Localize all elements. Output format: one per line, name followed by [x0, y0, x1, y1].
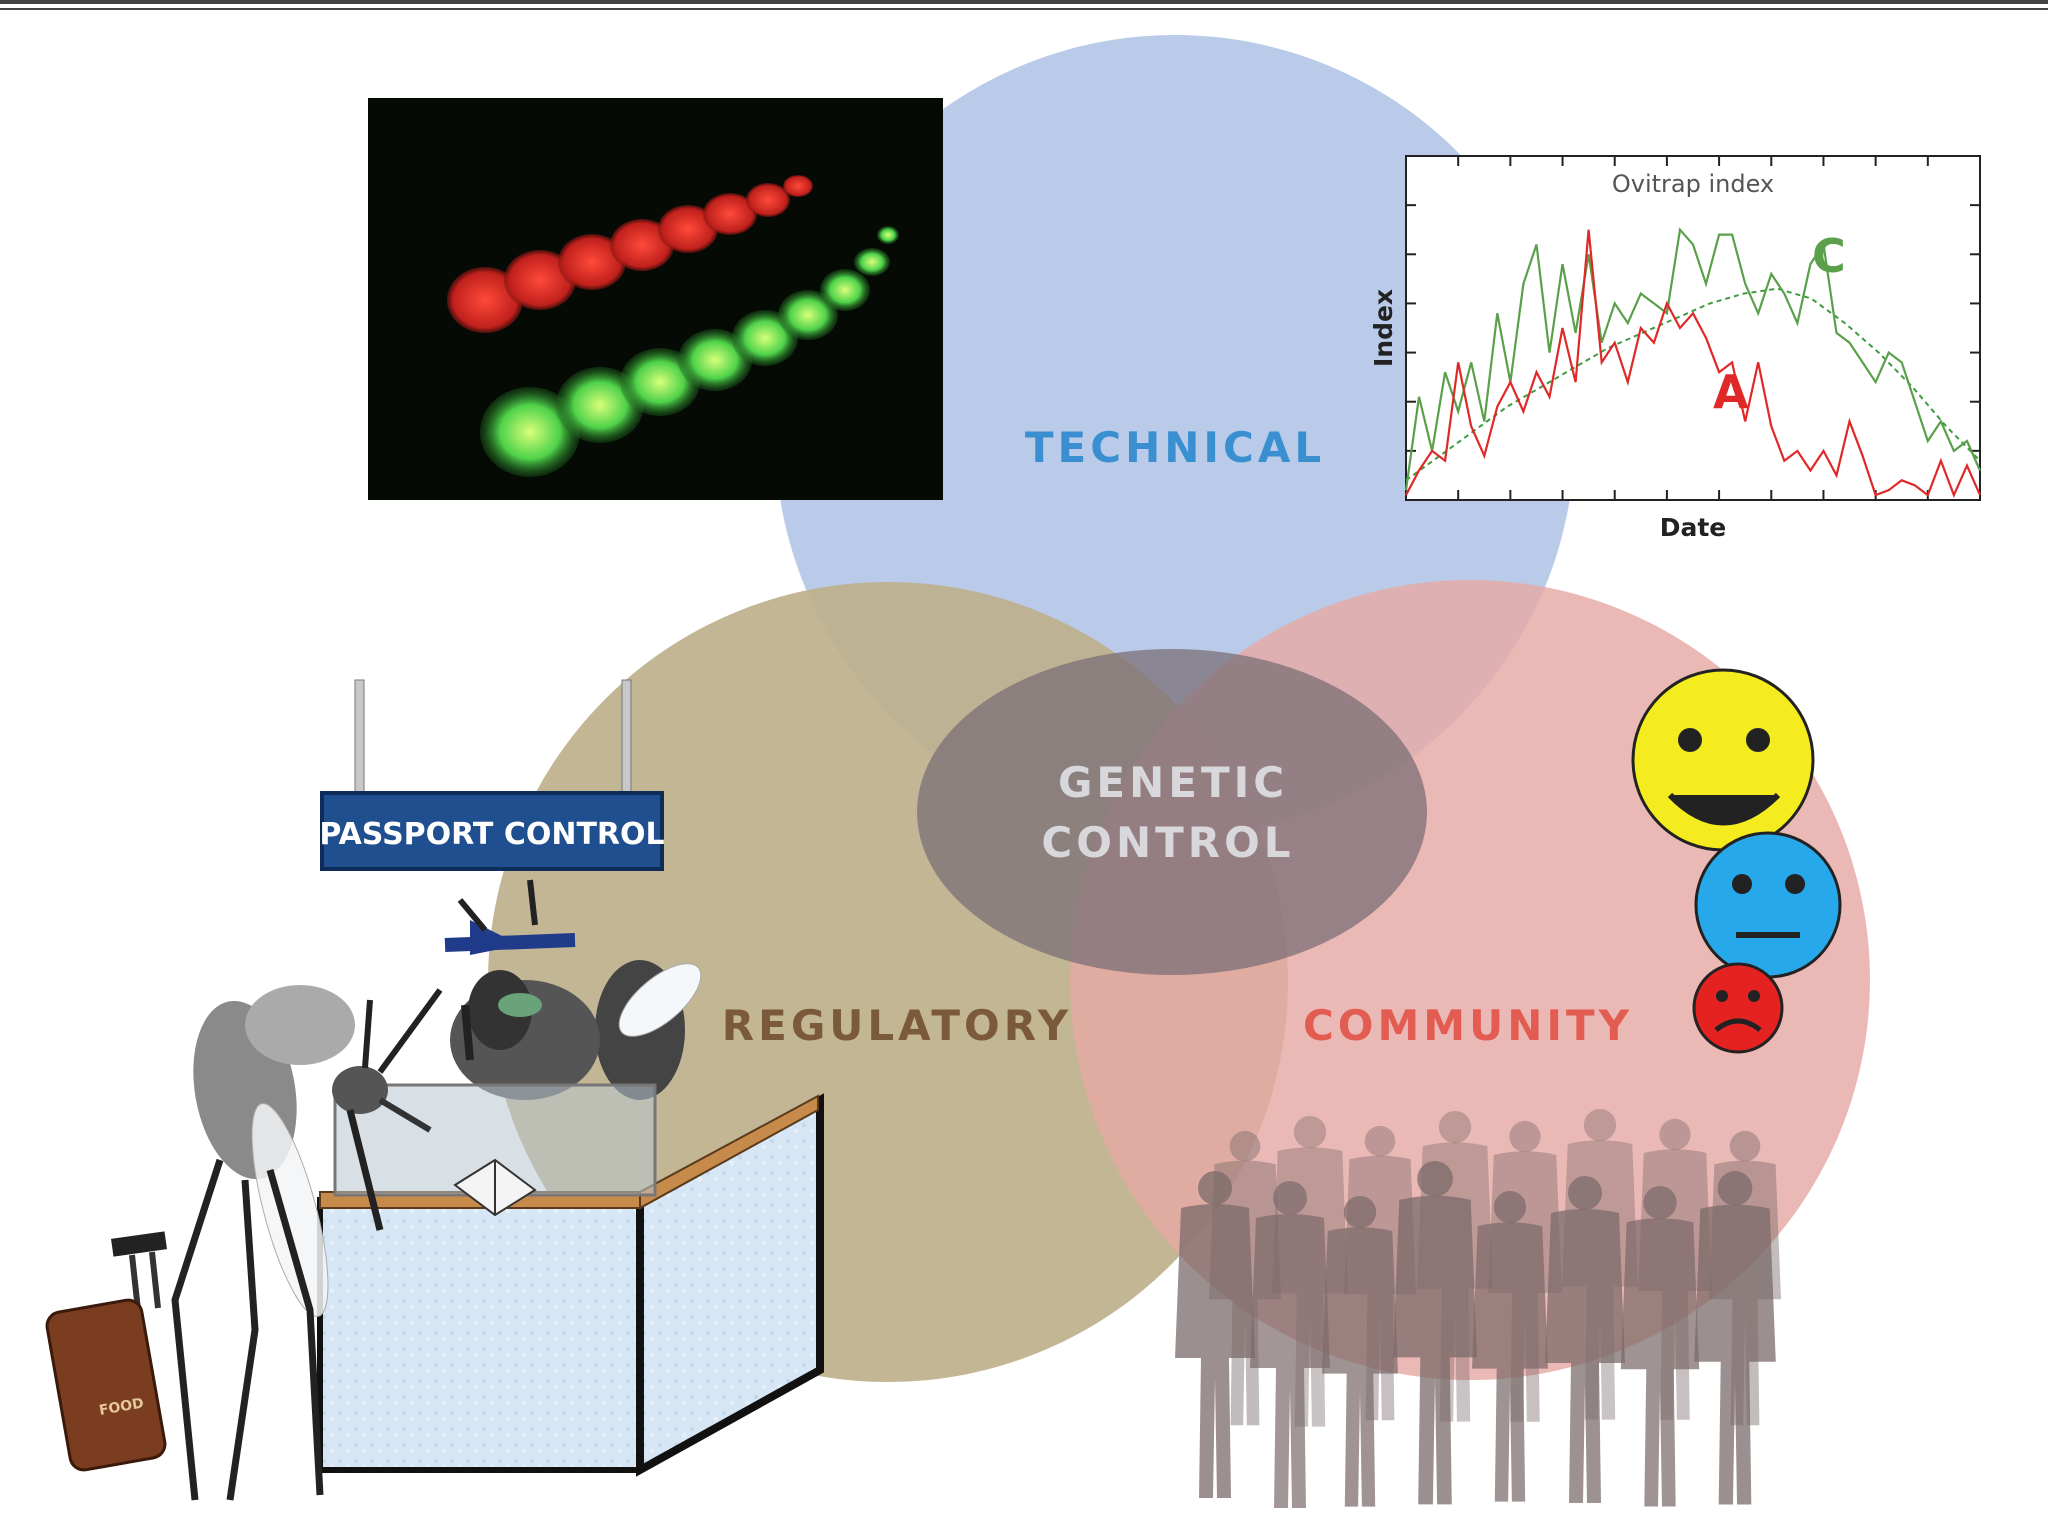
- center-label-line1: GENETIC: [1058, 758, 1288, 807]
- chart-frame: [1405, 155, 1981, 501]
- center-label-line2: CONTROL: [1041, 818, 1294, 867]
- chart-xlabel: Date: [1660, 513, 1727, 542]
- technical-label: TECHNICAL: [1025, 423, 1325, 472]
- person-silhouette: [1175, 1171, 1255, 1498]
- neutral-face-icon: [1694, 831, 1842, 979]
- sad-face-icon: [1692, 962, 1784, 1054]
- booth-front: [317, 1197, 643, 1473]
- person-silhouette: [1545, 1176, 1625, 1503]
- suitcase-tag: FOOD: [98, 1395, 145, 1419]
- passport-sign: [320, 791, 664, 871]
- genetic-control-ellipse: [917, 649, 1427, 975]
- traveler-mosquito: [171, 985, 443, 1501]
- regulatory-label: REGULATORY: [722, 1001, 1072, 1050]
- community-label: COMMUNITY: [1303, 1001, 1633, 1050]
- top-border-thin: [0, 8, 2048, 10]
- ovitrap-chart: Ovitrap index Date Index C A: [1369, 155, 1982, 542]
- red-larva: [447, 175, 813, 333]
- person-silhouette: [1393, 1161, 1477, 1505]
- chart-title: Ovitrap index: [1612, 170, 1774, 198]
- series-c-line: [1404, 227, 1982, 491]
- suitcase-icon: FOOD: [45, 1231, 167, 1472]
- officer-mosquito: [444, 879, 702, 1100]
- chart-ylabel: Index: [1369, 289, 1398, 367]
- series-c-label: C: [1812, 229, 1846, 283]
- series-a-label: A: [1713, 365, 1749, 419]
- series-a-line: [1405, 229, 1982, 498]
- crowd-silhouettes: [1175, 1108, 1781, 1508]
- larvae-photo: [368, 98, 943, 500]
- series-fit-line: [1405, 287, 1981, 482]
- person-silhouette: [1250, 1181, 1330, 1508]
- happy-face-icon: [1631, 668, 1815, 852]
- green-larva: [480, 226, 899, 477]
- person-silhouette: [1472, 1190, 1548, 1502]
- passport-book-icon: [453, 1158, 537, 1217]
- passport-sign-text: PASSPORT CONTROL: [319, 817, 664, 852]
- person-silhouette: [1322, 1195, 1398, 1507]
- person-silhouette: [1620, 1185, 1700, 1507]
- top-border: [0, 0, 2048, 4]
- chart-ticks: [1406, 156, 1980, 500]
- person-silhouette: [1694, 1171, 1776, 1505]
- passport-booth: PASSPORT CONTROL: [45, 679, 824, 1501]
